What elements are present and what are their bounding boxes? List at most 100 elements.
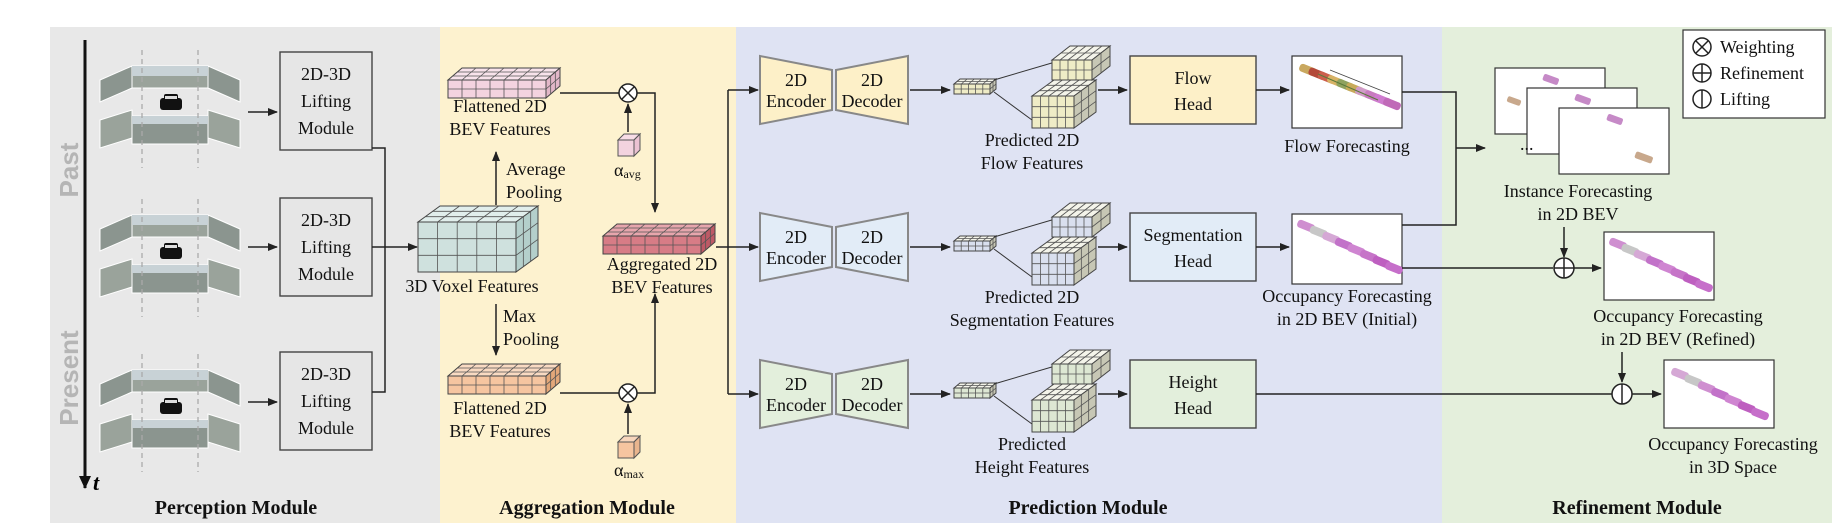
feature-grid-large xyxy=(1050,44,1112,82)
encoder-label: 2D xyxy=(785,374,807,394)
feature-label: Height Features xyxy=(975,457,1089,477)
lifting-line: 2D-3D xyxy=(301,364,351,384)
feature-grid-large xyxy=(1050,201,1112,239)
feature-label: Predicted 2D xyxy=(985,287,1079,307)
height-head-box xyxy=(1129,359,1257,429)
legend-lifting: Lifting xyxy=(1720,89,1770,109)
occ-initial-label: Occupancy Forecasting in 2D BEV (Initial… xyxy=(1262,286,1431,330)
camera-ring xyxy=(99,199,241,317)
head-label: Flow xyxy=(1174,68,1211,88)
refinement-icon xyxy=(1692,63,1712,83)
time-axis-label: t xyxy=(93,470,100,495)
car-icon xyxy=(160,243,182,259)
refinement-op xyxy=(1553,257,1575,279)
decoder-label: 2D xyxy=(861,374,883,394)
bev-grids xyxy=(446,66,717,396)
feature-grid-small xyxy=(952,381,998,400)
svg-text:Max: Max xyxy=(503,306,536,326)
lifting-line: Lifting xyxy=(301,237,351,257)
flat-bev-top xyxy=(446,66,562,100)
max-pool-label: Max Pooling xyxy=(503,306,559,349)
encoder-label: Encoder xyxy=(766,91,826,111)
alpha-max-label: αmax xyxy=(614,460,644,481)
height-features xyxy=(952,348,1112,433)
lifting-modules: 2D-3DLiftingModule2D-3DLiftingModule2D-3… xyxy=(248,51,418,451)
feature-grid-large xyxy=(1050,348,1112,386)
weighting-op-top xyxy=(618,83,638,103)
head-label: Segmentation xyxy=(1144,225,1243,245)
section-refinement: Refinement Module xyxy=(1552,497,1722,519)
feature-grid-small xyxy=(952,234,998,253)
segmentation-features xyxy=(952,201,1112,286)
encoder-label: Encoder xyxy=(766,248,826,268)
camera-ring xyxy=(99,50,241,168)
flow-forecast-image xyxy=(1291,55,1403,129)
flat-bottom-label: Flattened 2D BEV Features xyxy=(449,398,550,441)
svg-text:Instance Forecasting: Instance Forecasting xyxy=(1504,181,1652,201)
section-aggregation: Aggregation Module xyxy=(499,497,675,519)
legend-weighting: Weighting xyxy=(1720,37,1795,57)
voxel-features xyxy=(416,205,540,273)
svg-text:Pooling: Pooling xyxy=(506,182,562,202)
encoder-label: Encoder xyxy=(766,395,826,415)
svg-text:in 3D Space: in 3D Space xyxy=(1689,457,1777,477)
svg-text:Flattened 2D: Flattened 2D xyxy=(453,398,546,418)
encoder-block xyxy=(759,358,833,430)
forecast-images xyxy=(1291,55,1403,285)
svg-text:Occupancy Forecasting: Occupancy Forecasting xyxy=(1262,286,1431,306)
head-label: Head xyxy=(1174,94,1212,114)
aggregation-connectors xyxy=(492,92,659,434)
voxel-cube xyxy=(416,205,540,273)
svg-text:in 2D BEV: in 2D BEV xyxy=(1538,204,1619,224)
legend-refinement: Refinement xyxy=(1720,63,1804,83)
lifting-line: 2D-3D xyxy=(301,64,351,84)
alpha-avg-label: αavg xyxy=(614,160,641,181)
lifting-icon xyxy=(1692,89,1712,109)
alpha-max-cube xyxy=(616,434,642,460)
segmentation-head-box xyxy=(1129,212,1257,282)
head-label: Head xyxy=(1174,398,1212,418)
aggregation-panel xyxy=(440,27,736,523)
svg-text:Aggregated 2D: Aggregated 2D xyxy=(607,254,717,274)
present-label: Present xyxy=(54,330,84,426)
agg-label: Aggregated 2D BEV Features xyxy=(607,254,717,297)
flat-top-label: Flattened 2D BEV Features xyxy=(449,96,550,139)
section-prediction: Prediction Module xyxy=(1008,497,1167,519)
section-perception: Perception Module xyxy=(155,497,318,519)
decoder-label: Decoder xyxy=(842,91,903,111)
lifting-line: Module xyxy=(298,418,354,438)
lifting-line: Lifting xyxy=(301,391,351,411)
svg-text:Flattened 2D: Flattened 2D xyxy=(453,96,546,116)
weighting-icon xyxy=(1692,37,1712,57)
svg-text:Average: Average xyxy=(506,159,566,179)
weighting-op-bottom xyxy=(618,383,638,403)
svg-text:BEV Features: BEV Features xyxy=(449,421,550,441)
occ-3d-label: Occupancy Forecasting in 3D Space xyxy=(1648,434,1817,477)
decoder-label: Decoder xyxy=(842,248,903,268)
aggregated-bev xyxy=(601,222,717,256)
encoder-block xyxy=(759,54,833,126)
feature-grid-small xyxy=(952,77,998,96)
svg-text:BEV Features: BEV Features xyxy=(449,119,550,139)
lifting-op xyxy=(1611,383,1633,405)
alpha-avg-cube xyxy=(616,132,642,158)
car-icon xyxy=(160,94,182,110)
encoder-label: 2D xyxy=(785,70,807,90)
decoder-label: 2D xyxy=(861,227,883,247)
avg-pool-label: Average Pooling xyxy=(506,159,566,202)
feature-label: Predicted 2D xyxy=(985,130,1079,150)
occ-refined-label: Occupancy Forecasting in 2D BEV (Refined… xyxy=(1593,306,1762,350)
head-label: Head xyxy=(1174,251,1212,271)
feature-grid-large xyxy=(1030,383,1098,433)
instance-dots: ... xyxy=(1520,134,1534,154)
svg-text:Occupancy Forecasting: Occupancy Forecasting xyxy=(1648,434,1817,454)
occupancy-3d-image xyxy=(1663,359,1775,429)
feature-grid-large xyxy=(1030,236,1098,286)
legend: Weighting Refinement Lifting xyxy=(1682,29,1826,119)
